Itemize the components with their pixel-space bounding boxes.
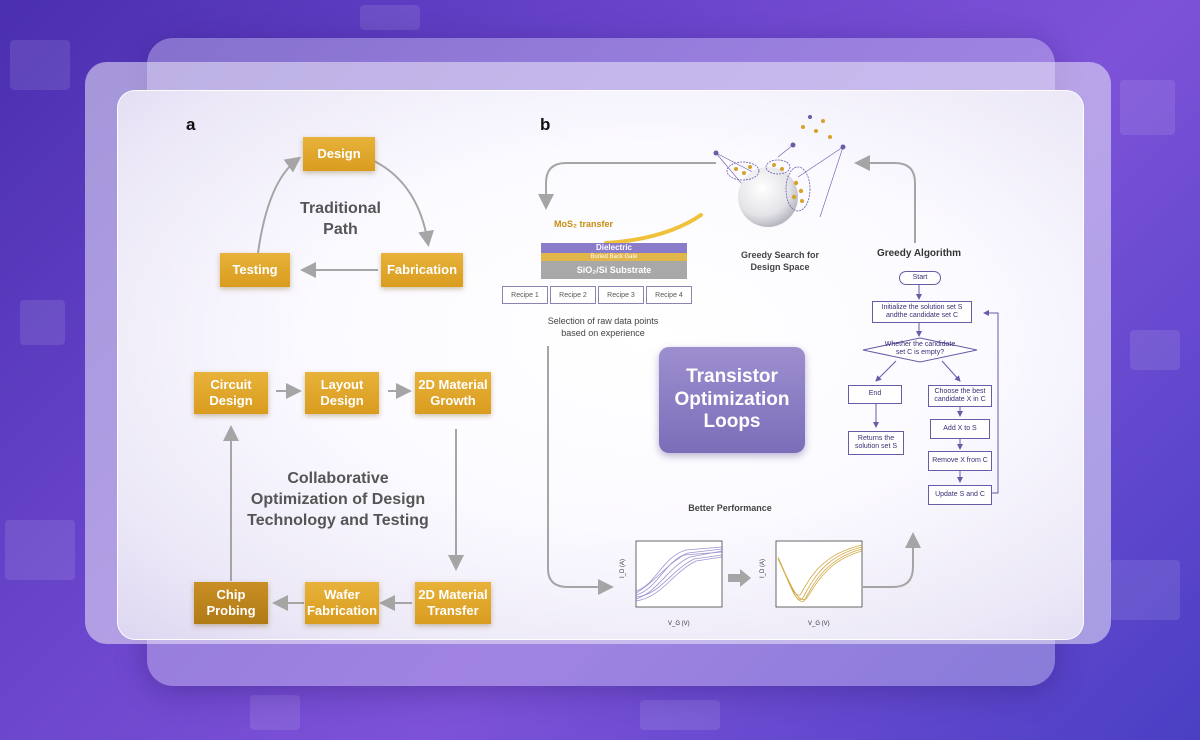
arrow-design-to-fabrication — [369, 158, 434, 247]
fabrication-box: Fabrication — [381, 253, 463, 287]
flowchart-add: Add X to S — [930, 419, 990, 439]
buried-gate-layer: Buried Back Gate — [541, 253, 687, 261]
background-tile — [5, 520, 75, 580]
dielectric-layer: Dielectric — [541, 243, 687, 253]
plot-before-ylabel: I_D (A) — [620, 559, 626, 578]
design-space-sphere — [713, 115, 846, 227]
background-tile — [1110, 560, 1180, 620]
figure-panel: a b Design Fabrication Testing Tradition… — [117, 90, 1084, 640]
better-performance-label: Better Performance — [688, 503, 772, 513]
plot-after-ylabel: I_D (A) — [760, 559, 766, 578]
background-tile — [360, 5, 420, 30]
arrow-flowchart-to-greedy — [854, 155, 916, 243]
recipe-3: Recipe 3 — [598, 286, 644, 304]
mos2-transfer-label: MoS₂ transfer — [554, 219, 614, 229]
greedy-search-caption: Greedy Search for Design Space — [740, 250, 820, 273]
background-tile — [640, 700, 720, 730]
flowchart-update: Update S and C — [928, 485, 992, 505]
flowchart-remove: Remove X from C — [928, 451, 992, 471]
flowchart-decision-diamond — [862, 337, 978, 363]
plot-before-xlabel: V_G (V) — [668, 621, 690, 627]
recipe-4: Recipe 4 — [646, 286, 692, 304]
flowchart-end: End — [848, 385, 902, 404]
arrow-selection-to-plot — [547, 346, 614, 595]
background-tile — [20, 300, 65, 345]
panel-a-label: a — [186, 115, 196, 134]
testing-box: Testing — [220, 253, 290, 287]
background-tile — [1130, 330, 1180, 370]
background-tile — [250, 695, 300, 730]
flowchart-start: Start — [899, 271, 941, 285]
transfer-curve-plot-before: I_D (A) V_G (V) — [620, 540, 723, 627]
arrow-greedy-to-selection — [538, 162, 716, 210]
arrow-testing-to-design — [257, 156, 302, 254]
panel-b-label: b — [540, 115, 551, 134]
mos2-flake-illustration — [604, 213, 703, 245]
collaborative-title: Collaborative Optimization of Design Tec… — [247, 470, 429, 529]
recipe-1: Recipe 1 — [502, 286, 548, 304]
background-tile — [1120, 80, 1175, 135]
arrow-better-performance — [728, 569, 751, 587]
recipe-2: Recipe 2 — [550, 286, 596, 304]
background-tile — [10, 40, 70, 90]
selection-caption: Selection of raw data points based on ex… — [547, 316, 659, 339]
transfer-curve-plot-after: I_D (A) V_G (V) — [760, 540, 863, 627]
design-box: Design — [303, 137, 375, 171]
substrate-layer: SiO₂/Si Substrate — [541, 261, 687, 279]
greedy-algorithm-title: Greedy Algorithm — [876, 248, 962, 259]
connector-layer — [223, 155, 999, 611]
plot-after-xlabel: V_G (V) — [808, 621, 830, 627]
traditional-path-title: Traditional Path — [300, 200, 381, 238]
arrow-plot-to-flowchart — [863, 532, 921, 588]
